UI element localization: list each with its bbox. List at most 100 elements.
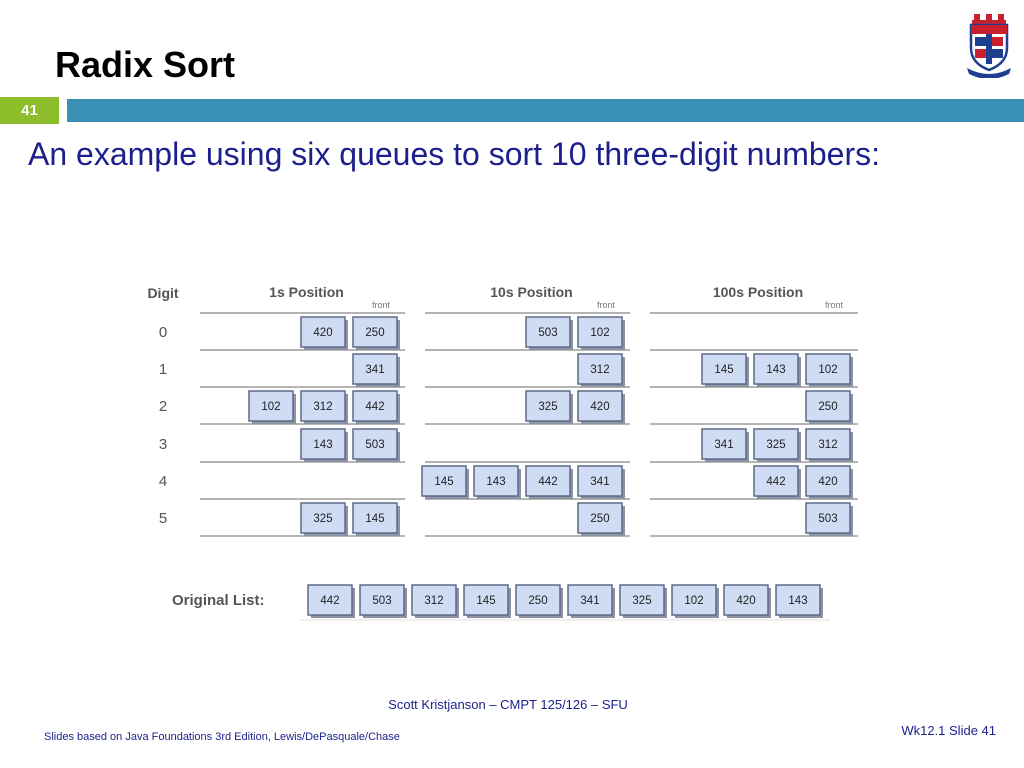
queue-item-label: 143 [313,439,332,451]
slide-subtitle: An example using six queues to sort 10 t… [28,136,881,172]
slide-title: Radix Sort [55,44,236,85]
university-crest-icon [967,14,1011,78]
digit-label-3: 3 [159,436,167,453]
digit-label-2: 2 [159,398,167,415]
queue-item [753,465,799,497]
front-label-1: front [597,300,616,310]
queue-item [352,353,398,385]
queue-item-label: 145 [365,513,384,525]
queue-item-label: 420 [313,327,332,339]
queue-item [473,465,519,497]
queue-item [352,390,398,422]
queue-item-label: 250 [365,327,384,339]
original-item [515,584,561,616]
original-item [619,584,665,616]
queue-item-label: 341 [714,439,733,451]
digit-header: Digit [147,285,178,301]
queue-item-label: 143 [766,364,785,376]
original-item-label: 312 [424,595,443,607]
front-label-2: front [825,300,844,310]
queue-item-label: 503 [818,513,837,525]
queue-item-label: 503 [365,439,384,451]
queue-item-label: 102 [261,401,280,413]
original-item-label: 145 [476,595,495,607]
queue-item-label: 102 [590,327,609,339]
front-label-0: front [372,300,391,310]
footer-author: Scott Kristjanson – CMPT 125/126 – SFU [388,697,628,712]
queue-item [577,390,623,422]
queue-item-label: 442 [538,476,557,488]
footer-slide-label: Wk12.1 Slide 41 [901,723,996,738]
original-item [307,584,353,616]
digit-label-1: 1 [159,361,167,378]
queue-item [300,390,346,422]
original-item-label: 341 [580,595,599,607]
group-header-0: 1s Position [269,284,344,300]
original-list-label: Original List: [172,592,265,609]
queue-item-label: 420 [590,401,609,413]
original-item-label: 250 [528,595,547,607]
original-item-label: 442 [320,595,339,607]
original-item [775,584,821,616]
queue-item-label: 325 [313,513,332,525]
digit-label-5: 5 [159,510,167,527]
queue-item [753,353,799,385]
original-item-label: 102 [684,595,703,607]
queue-item-label: 325 [538,401,557,413]
queue-item-label: 341 [590,476,609,488]
queue-item [352,502,398,534]
queue-item [352,316,398,348]
header-rule [67,99,1024,122]
footer-source: Slides based on Java Foundations 3rd Edi… [44,731,400,743]
queue-item-label: 145 [434,476,453,488]
queue-item [248,390,294,422]
queue-item [577,502,623,534]
queue-item-label: 442 [766,476,785,488]
queue-item [753,428,799,460]
queue-item-label: 312 [818,439,837,451]
queue-item [805,465,851,497]
queue-item [352,428,398,460]
group-header-2: 100s Position [713,284,803,300]
original-item-label: 325 [632,595,651,607]
queue-item [300,428,346,460]
queue-item-label: 250 [818,401,837,413]
queue-item-label: 312 [313,401,332,413]
queue-item [525,390,571,422]
queue-item [577,316,623,348]
digit-label-4: 4 [159,473,167,490]
queue-item-label: 145 [714,364,733,376]
queue-item [421,465,467,497]
queue-item [577,353,623,385]
queue-item-label: 312 [590,364,609,376]
queue-item [701,428,747,460]
slide-number-badge: 41 [0,97,59,124]
queue-item [300,502,346,534]
queue-item [701,353,747,385]
original-item [671,584,717,616]
queue-item-label: 442 [365,401,384,413]
original-item [411,584,457,616]
original-item [359,584,405,616]
original-item-label: 143 [788,595,807,607]
queue-item-label: 341 [365,364,384,376]
queue-item [525,465,571,497]
group-header-1: 10s Position [490,284,572,300]
queue-item-label: 143 [486,476,505,488]
original-item [723,584,769,616]
queue-item [805,353,851,385]
queue-item [300,316,346,348]
queue-item-label: 102 [818,364,837,376]
queue-item-label: 250 [590,513,609,525]
original-item [463,584,509,616]
original-item-label: 503 [372,595,391,607]
queue-item [805,390,851,422]
header-bar: 41 [0,97,1024,124]
queue-item [805,502,851,534]
queue-item [525,316,571,348]
queue-item-label: 325 [766,439,785,451]
original-item-label: 420 [736,595,755,607]
queue-item [577,465,623,497]
original-item [567,584,613,616]
